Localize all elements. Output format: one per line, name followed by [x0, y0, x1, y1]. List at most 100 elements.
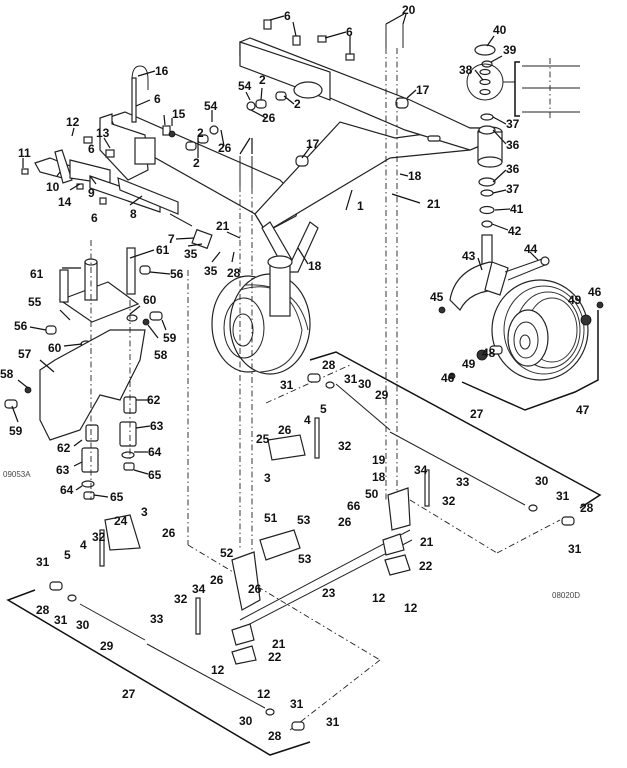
caster-stack — [466, 44, 580, 228]
callout: 48 — [482, 346, 496, 360]
callout: 30 — [358, 377, 372, 391]
callout: 65 — [110, 490, 124, 504]
callout: 18 — [372, 470, 386, 484]
callout: 3 — [141, 505, 148, 519]
callout: 13 — [96, 126, 110, 140]
callout: 56 — [170, 267, 184, 281]
callout: 17 — [306, 137, 320, 151]
callout: 41 — [510, 202, 524, 216]
mount-plate-assembly — [4, 247, 163, 441]
callout: 18 — [408, 169, 422, 183]
callout: 54 — [204, 99, 218, 113]
callout: 28 — [322, 358, 336, 372]
callout: 59 — [9, 424, 23, 438]
callout: 26 — [210, 573, 224, 587]
callout: 35 — [204, 264, 218, 278]
callout-labels: 6 6 6 6 6 6 20 20 40 39 38 16 54 54 2 2 … — [0, 3, 602, 743]
callout: 22 — [268, 650, 282, 664]
callout: 57 — [18, 347, 32, 361]
callout: 64 — [148, 445, 162, 459]
callout: 45 — [430, 290, 444, 304]
callout: 5 — [64, 548, 71, 562]
callout: 24 — [114, 514, 128, 528]
callout: 12 — [211, 663, 225, 677]
center-caster-wheel — [211, 255, 311, 375]
callout: 38 — [459, 63, 473, 77]
callout: 26 — [248, 582, 262, 596]
callout: 27 — [122, 687, 136, 701]
callout: 60 — [143, 293, 157, 307]
callout: 2 — [294, 97, 301, 111]
callout: 3 — [264, 471, 271, 485]
callout: 46 — [588, 285, 602, 299]
callout: 58 — [154, 348, 168, 362]
callout: 25 — [256, 432, 270, 446]
callout: 18 — [308, 259, 322, 273]
main-frame — [99, 37, 503, 273]
callout: 49 — [462, 357, 476, 371]
callout: 32 — [338, 439, 352, 453]
callout: 52 — [220, 546, 234, 560]
callout: 12 — [404, 601, 418, 615]
callout: 19 — [372, 453, 386, 467]
callout: 50 — [365, 487, 379, 501]
callout: 26 — [218, 141, 232, 155]
callout: 43 — [462, 249, 476, 263]
callout: 6 — [346, 25, 353, 39]
callout: 31 — [54, 613, 68, 627]
callout: 15 — [172, 107, 186, 121]
callout: 62 — [57, 441, 71, 455]
callout: 8 — [130, 207, 137, 221]
linkage-assembly — [99, 417, 430, 665]
callout: 1 — [357, 199, 364, 213]
callout: 32 — [174, 592, 188, 606]
callout: 21 — [272, 637, 286, 651]
callout: 62 — [147, 393, 161, 407]
callout: 31 — [280, 378, 294, 392]
callout: 44 — [524, 242, 538, 256]
drawing-code-left: 09053A — [3, 470, 31, 479]
callout: 47 — [576, 403, 590, 417]
callout: 4 — [80, 538, 87, 552]
callout: 27 — [470, 407, 484, 421]
guide-lines — [90, 48, 561, 731]
callout: 29 — [100, 639, 114, 653]
callout: 12 — [257, 687, 271, 701]
spring-rods — [49, 373, 575, 731]
callout: 6 — [91, 211, 98, 225]
callout: 55 — [28, 295, 42, 309]
callout: 49 — [568, 293, 582, 307]
callout: 26 — [278, 423, 292, 437]
callout: 31 — [568, 542, 582, 556]
callout: 2 — [259, 73, 266, 87]
callout: 60 — [48, 341, 62, 355]
callout: 65 — [148, 468, 162, 482]
callout: 53 — [298, 552, 312, 566]
callout: 31 — [556, 489, 570, 503]
callout: 28 — [227, 266, 241, 280]
callout: 53 — [297, 513, 311, 527]
callout: 34 — [192, 582, 206, 596]
callout: 51 — [264, 511, 278, 525]
callout: 42 — [508, 224, 522, 238]
callout: 21 — [420, 535, 434, 549]
callout: 28 — [580, 501, 594, 515]
callout: 9 — [88, 186, 95, 200]
callout: 64 — [60, 483, 74, 497]
callout: 35 — [184, 247, 198, 261]
callout: 31 — [290, 697, 304, 711]
callout: 30 — [76, 618, 90, 632]
callout: 20 — [402, 3, 416, 17]
callout: 7 — [168, 232, 175, 246]
callout: 2 — [193, 156, 200, 170]
callout: 16 — [155, 64, 169, 78]
bracket-27-upper — [309, 351, 602, 509]
callout: 30 — [535, 474, 549, 488]
callout: 39 — [503, 43, 517, 57]
callout: 14 — [58, 195, 72, 209]
callout: 17 — [416, 83, 430, 97]
callout: 66 — [347, 499, 361, 513]
callout: 59 — [163, 331, 177, 345]
callout: 29 — [375, 388, 389, 402]
callout: 61 — [156, 243, 170, 257]
